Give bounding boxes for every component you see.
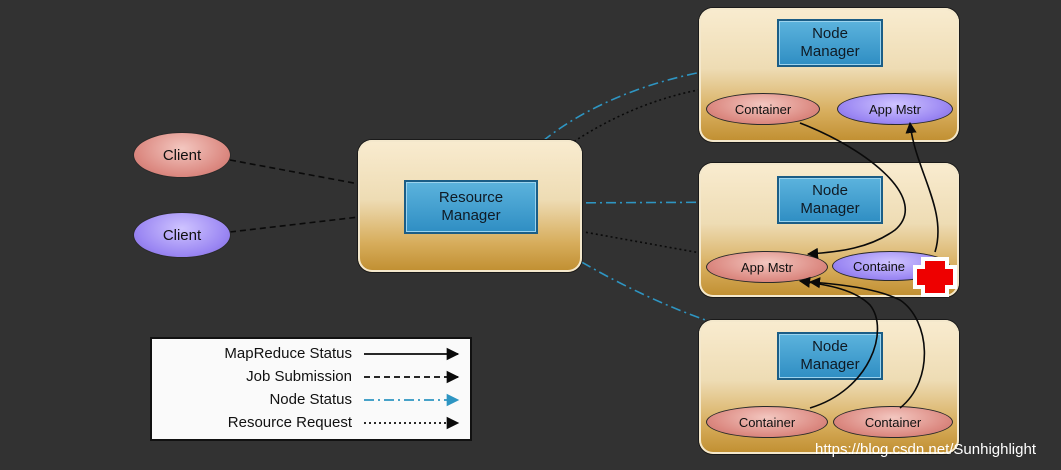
app-master-node: App Mstr [837,93,953,125]
node-manager-label-line1: Node [812,338,848,355]
container-node: Container [706,406,828,438]
failure-marker-icon [913,257,957,297]
container-label: Containe [853,258,906,274]
node-manager-label-line1: Node [812,182,848,199]
node-manager-label-line1: Node [812,25,848,42]
container-node: Container [706,93,820,125]
legend-label-mapreduce-status: MapReduce Status [224,345,352,362]
client-node: Client [133,132,231,178]
app-master-label: App Mstr [868,101,921,117]
legend-label-node-status: Node Status [269,391,352,408]
legend: MapReduce Status Job Submission Node Sta… [150,337,472,441]
client-label: Client [162,146,202,164]
node-manager: Node Manager [777,332,883,380]
legend-line-samples [364,347,460,430]
node-manager-label-line2: Manager [800,200,860,217]
resource-manager-label-line2: Manager [441,207,501,224]
client-label: Client [162,226,202,244]
node-manager-label-line2: Manager [800,43,860,60]
container-label: Container [864,414,922,430]
node-manager-label-line2: Manager [800,356,860,373]
container-node: Container [833,406,953,438]
container-label: Container [738,414,796,430]
container-label: Container [734,101,792,117]
resource-manager-label-line1: Resource [438,189,504,206]
node-manager: Node Manager [777,19,883,67]
node-manager: Node Manager [777,176,883,224]
legend-label-resource-request: Resource Request [227,414,352,431]
app-master-label: App Mstr [740,259,793,275]
legend-label-job-submission: Job Submission [246,368,352,385]
client-node: Client [133,212,231,258]
app-master-node: App Mstr [706,251,828,283]
resource-manager: Resource Manager [404,180,538,234]
node-status-arrow [536,233,777,341]
watermark: https://blog.csdn.net/Sunhighlight [815,441,1036,458]
